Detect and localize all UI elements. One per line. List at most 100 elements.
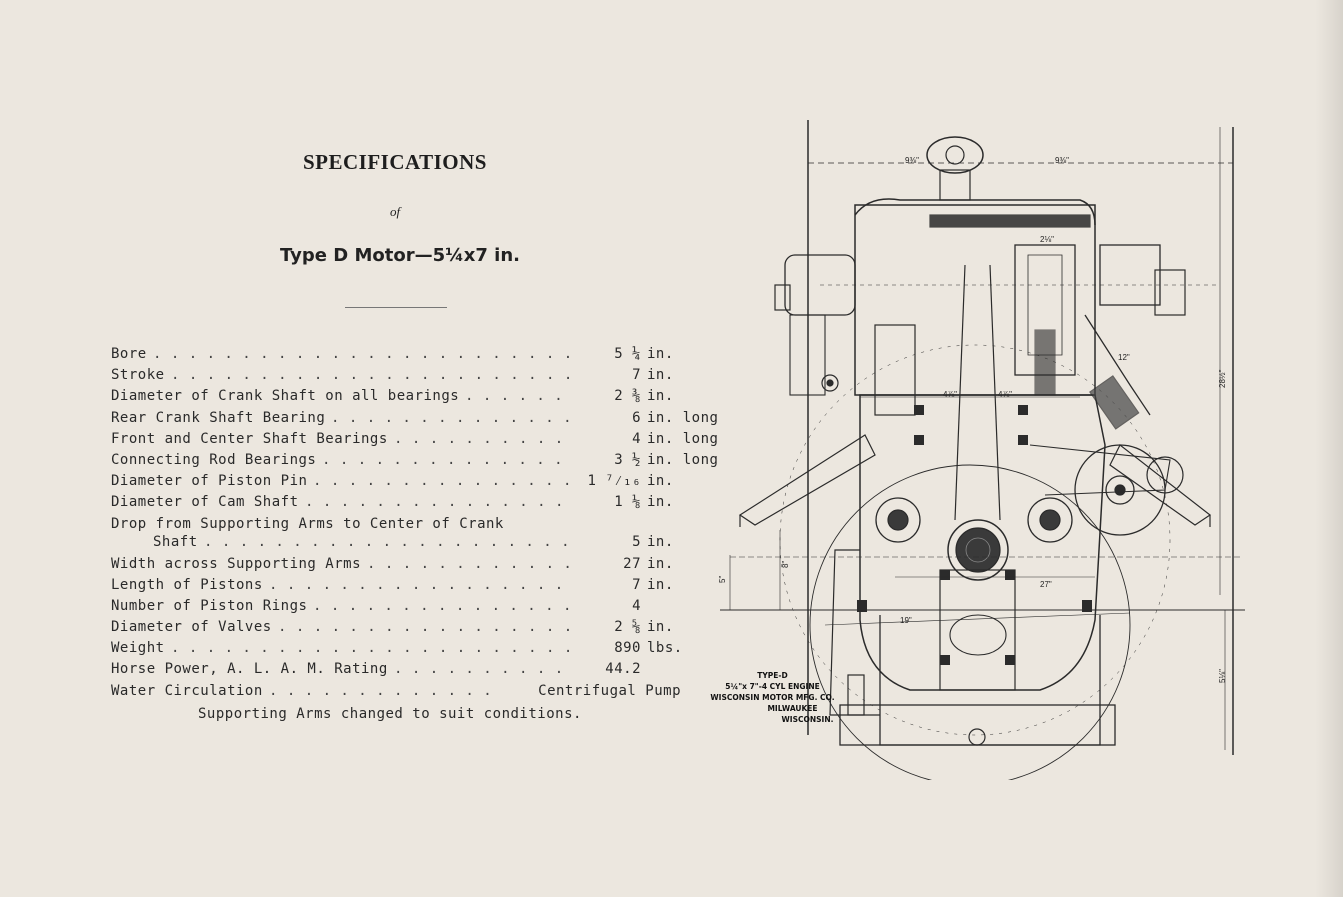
spec-value: 2 ⅜ (614, 388, 641, 405)
spec-value: 4 (632, 597, 641, 614)
dim-cyl-right: 4⅞" (998, 390, 1012, 399)
spec-value: 4 (632, 430, 641, 447)
spec-row: Stroke 7 in. . . . . . . . . . . . . . .… (111, 365, 691, 386)
spec-label: Horse Power, A. L. A. M. Rating (111, 661, 388, 678)
spec-label: Diameter of Piston Pin (111, 473, 308, 490)
title-connector: of (389, 204, 401, 219)
leader-dots: . . . . . . . . . . . . . . . . . . . . … (269, 682, 503, 699)
leader-dots: . . . . . . . . . . . . . . . . . . . . … (322, 451, 575, 468)
spec-unit: in. long (647, 451, 719, 468)
page-fold-shadow (1315, 0, 1343, 897)
spec-label: Drop from Supporting Arms to Center of C… (111, 515, 504, 532)
spec-value: 5 ¼ (614, 346, 641, 362)
spec-row: Weight 890 lbs. . . . . . . . . . . . . … (111, 638, 691, 659)
spec-value: 7 (632, 367, 641, 384)
dim-top-left: 9⅜" (905, 156, 919, 165)
spec-row: Drop from Supporting Arms to Center of C… (111, 514, 691, 554)
spec-value: 3 ½ (614, 451, 641, 468)
spec-value: 1 ⁷⁄₁₆ (587, 473, 641, 490)
leader-dots: . . . . . . . . . . . . . . . . . . . . … (313, 597, 575, 614)
spec-row: Water Circulation Centrifugal Pump . . .… (111, 681, 691, 702)
dim-5: 5" (718, 576, 727, 583)
plate-line: MILWAUKEE (767, 704, 818, 713)
spec-value: 1 ⅛ (614, 494, 641, 511)
engine-title-plate: TYPE-D 5¼"x 7"-4 CYL ENGINE WISCONSIN MO… (705, 670, 840, 725)
spec-label: Diameter of Valves (111, 619, 272, 636)
leader-dots: . . . . . . . . . . . . . . . . . . . . … (331, 409, 575, 426)
spec-label: Number of Piston Rings (111, 597, 308, 614)
spec-unit: in. (647, 555, 674, 572)
supporting-arms-note: Supporting Arms changed to suit conditio… (198, 706, 582, 722)
spec-row: Diameter of Cam Shaft 1 ⅛ in. . . . . . … (111, 492, 691, 513)
dim-height: 28½" (1218, 369, 1227, 388)
dim-lower-right: 5⅛" (1218, 669, 1227, 683)
leader-dots: . . . . . . . . . . . . . . . . . . . . … (305, 494, 575, 511)
leader-dots: . . . . . . . . . . . . . . . . . . . . … (465, 388, 575, 405)
spec-label: Length of Pistons (111, 576, 263, 593)
specifications-list: Bore 5 ¼ in. . . . . . . . . . . . . . .… (111, 344, 718, 702)
spec-label: Stroke (111, 367, 165, 384)
spec-row: Diameter of Valves 2 ⅝ in. . . . . . . .… (111, 617, 691, 638)
engine-section-svg: 9⅜" 9⅜" 2⅛" 4⅞" 4⅞" 28½" 5⅛" 5" 8" 27" 1… (718, 120, 1245, 786)
dim-8: 8" (781, 561, 790, 568)
spec-unit: in. (647, 388, 674, 405)
spec-label: Connecting Rod Bearings (111, 451, 317, 468)
spec-unit: in. long (647, 430, 719, 447)
spec-unit: in. (647, 473, 674, 490)
spec-unit: in. (647, 576, 674, 593)
spec-value: 7 (632, 576, 641, 593)
plate-line: 5¼"x 7"-4 CYL ENGINE (725, 682, 820, 691)
page-title: SPECIFICATIONS (303, 150, 487, 174)
spec-row: Diameter of Crank Shaft on all bearings … (111, 386, 691, 407)
leader-dots: . . . . . . . . . . . . . . . . . . . . … (269, 576, 575, 593)
spec-label: Weight (111, 640, 165, 657)
spec-row: Width across Supporting Arms 27 in. . . … (111, 554, 691, 575)
spec-label: Diameter of Crank Shaft on all bearings (111, 388, 460, 405)
spec-value: 44.2 (605, 661, 641, 678)
motor-subtitle: Type D Motor—5¼x7 in. (280, 245, 520, 266)
spec-row: Number of Piston Rings 4 . . . . . . . .… (111, 596, 691, 617)
leader-dots: . . . . . . . . . . . . . . . . . . . . … (171, 367, 575, 384)
spec-label: Rear Crank Shaft Bearing (111, 409, 326, 426)
spec-row: Connecting Rod Bearings 3 ½ in. long . .… (111, 450, 718, 471)
leader-dots: . . . . . . . . . . . . . . . . . . . . … (367, 555, 575, 572)
leader-dots: . . . . . . . . . . . . . . . . . . . . … (204, 533, 575, 550)
spec-value: 2 ⅝ (614, 619, 641, 636)
dim-small-top: 2⅛" (1040, 235, 1054, 244)
leader-dots: . . . . . . . . . . . . . . . . . . . . … (394, 430, 575, 447)
spec-value: 5 (632, 533, 641, 550)
dim-27: 27" (1040, 580, 1052, 589)
dim-top-right: 9⅜" (1055, 156, 1069, 165)
spec-label: Diameter of Cam Shaft (111, 494, 299, 511)
spec-unit: in. long (647, 409, 719, 426)
spec-unit: in. (647, 367, 674, 384)
spec-value: 890 (614, 640, 641, 657)
leader-dots: . . . . . . . . . . . . . . . . . . . . … (394, 661, 575, 678)
spec-label-continued: Shaft (153, 533, 198, 550)
plate-line: TYPE-D (757, 671, 788, 680)
spec-row: Horse Power, A. L. A. M. Rating 44.2 . .… (111, 659, 691, 680)
spec-unit: in. (647, 533, 674, 550)
plate-line: WISCONSIN MOTOR MFG. CO. (710, 693, 835, 702)
spec-row: Front and Center Shaft Bearings 4 in. lo… (111, 429, 718, 450)
spec-row: Length of Pistons 7 in. . . . . . . . . … (111, 575, 691, 596)
spec-label: Bore (111, 346, 147, 362)
leader-dots: . . . . . . . . . . . . . . . . . . . . … (153, 346, 575, 362)
title-divider (345, 307, 447, 308)
spec-unit: in. (647, 346, 674, 362)
leader-dots: . . . . . . . . . . . . . . . . . . . . … (313, 473, 575, 490)
dim-19: 19" (900, 616, 912, 625)
plate-line: WISCONSIN. (781, 715, 834, 724)
spec-label: Water Circulation (111, 682, 263, 699)
engine-drawing: 9⅜" 9⅜" 2⅛" 4⅞" 4⅞" 28½" 5⅛" 5" 8" 27" 1… (700, 115, 1260, 786)
leader-dots: . . . . . . . . . . . . . . . . . . . . … (278, 619, 575, 636)
spec-label: Width across Supporting Arms (111, 555, 362, 572)
spec-row: Bore 5 ¼ in. . . . . . . . . . . . . . .… (111, 344, 691, 365)
dim-cyl-left: 4⅞" (943, 390, 957, 399)
spec-row: Diameter of Piston Pin 1 ⁷⁄₁₆ in. . . . … (111, 471, 691, 492)
spec-value: 27 (623, 555, 641, 572)
spec-row: Rear Crank Shaft Bearing 6 in. long . . … (111, 408, 718, 429)
spec-unit: in. (647, 494, 674, 511)
spec-value: Centrifugal Pump (538, 682, 681, 699)
spec-unit: lbs. (647, 640, 683, 657)
